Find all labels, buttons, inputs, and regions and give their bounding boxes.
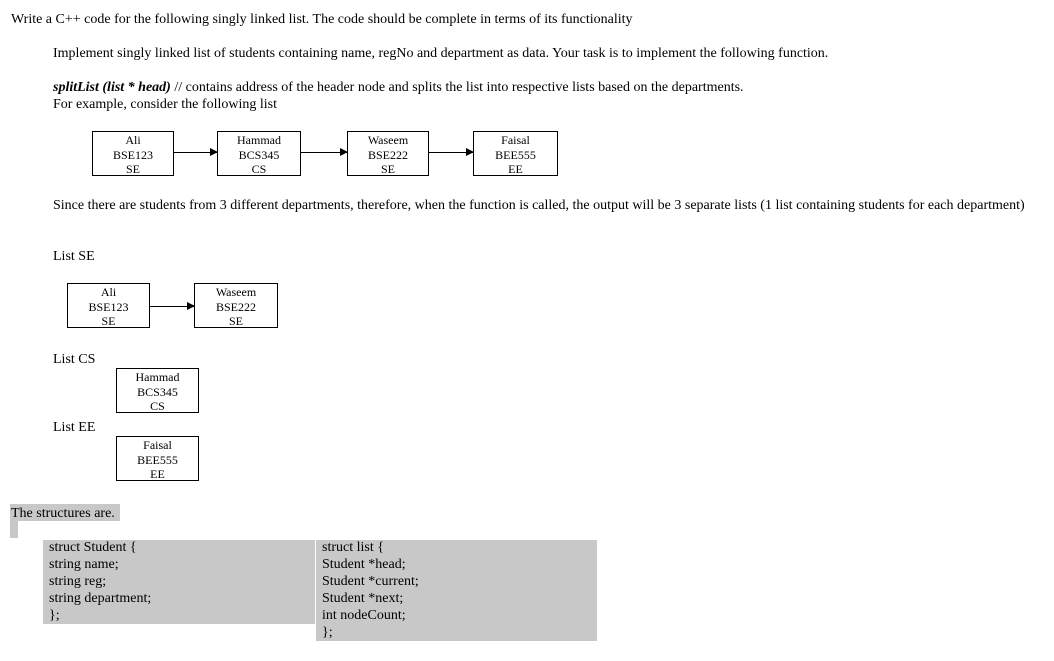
node-reg: BSE222 bbox=[367, 147, 408, 162]
code-line: Student *current; bbox=[322, 574, 419, 589]
list-node: Hammad BCS345 CS bbox=[217, 131, 301, 176]
list-node: Faisal BEE555 EE bbox=[116, 436, 199, 481]
list-struct-code: struct list { Student *head; Student *cu… bbox=[316, 539, 597, 641]
code-line: }; bbox=[322, 625, 333, 640]
node-reg: BCS345 bbox=[137, 384, 178, 399]
node-name: Ali bbox=[100, 285, 117, 299]
code-line: }; bbox=[49, 608, 60, 623]
node-reg: BEE555 bbox=[137, 452, 178, 467]
structures-highlight bbox=[10, 504, 120, 521]
list-cs-label: List CS bbox=[53, 352, 96, 367]
code-line: string department; bbox=[49, 591, 152, 606]
node-reg: BSE123 bbox=[88, 299, 129, 314]
node-name: Faisal bbox=[501, 133, 530, 147]
since-text: Since there are students from 3 differen… bbox=[53, 198, 1025, 213]
structures-label: The structures are. bbox=[11, 506, 115, 521]
node-dept: EE bbox=[150, 467, 165, 481]
function-comment: // contains address of the header node a… bbox=[170, 80, 744, 95]
node-dept: CS bbox=[251, 162, 267, 176]
node-reg: BSE123 bbox=[112, 147, 153, 162]
node-reg: BSE222 bbox=[215, 299, 256, 314]
node-dept: SE bbox=[228, 314, 243, 328]
node-dept: SE bbox=[380, 162, 395, 176]
next-arrow bbox=[150, 302, 195, 310]
list-node: Ali BSE123 SE bbox=[92, 131, 174, 176]
next-arrow bbox=[174, 148, 218, 156]
function-description: splitList (list * head) // contains addr… bbox=[53, 80, 744, 96]
node-dept: SE bbox=[101, 314, 116, 328]
node-dept: SE bbox=[125, 162, 140, 176]
next-arrow bbox=[301, 148, 348, 156]
node-name: Faisal bbox=[143, 438, 172, 452]
code-line: int nodeCount; bbox=[322, 608, 406, 623]
list-se-label: List SE bbox=[53, 249, 95, 264]
student-struct-code: struct Student { string name; string reg… bbox=[43, 539, 315, 624]
code-line: struct list { bbox=[322, 540, 384, 555]
code-line: string name; bbox=[49, 557, 119, 572]
node-reg: BEE555 bbox=[495, 147, 536, 162]
node-name: Waseem bbox=[367, 133, 409, 147]
function-signature: splitList (list * head) bbox=[53, 80, 171, 95]
list-node: Hammad BCS345 CS bbox=[116, 368, 199, 413]
code-line: Student *next; bbox=[322, 591, 404, 606]
code-block-list bbox=[316, 540, 597, 641]
code-line: Student *head; bbox=[322, 557, 406, 572]
code-line: struct Student { bbox=[49, 540, 137, 555]
node-name: Waseem bbox=[215, 285, 257, 299]
structures-highlight-tail bbox=[10, 521, 18, 538]
question-text: Write a C++ code for the following singl… bbox=[11, 12, 633, 27]
code-line: string reg; bbox=[49, 574, 107, 589]
node-name: Ali bbox=[125, 133, 141, 147]
next-arrow bbox=[429, 148, 474, 156]
list-node: Ali BSE123 SE bbox=[67, 283, 150, 328]
list-ee-label: List EE bbox=[53, 420, 96, 435]
example-intro: For example, consider the following list bbox=[53, 97, 277, 112]
code-block-student bbox=[43, 540, 315, 624]
node-reg: BCS345 bbox=[238, 147, 280, 162]
node-name: Hammad bbox=[237, 133, 281, 147]
list-node: Waseem BSE222 SE bbox=[194, 283, 278, 328]
node-name: Hammad bbox=[135, 370, 180, 384]
node-dept: EE bbox=[508, 162, 523, 176]
intro-text: Implement singly linked list of students… bbox=[53, 46, 829, 61]
list-node: Waseem BSE222 SE bbox=[347, 131, 429, 176]
node-dept: CS bbox=[150, 399, 165, 413]
list-node: Faisal BEE555 EE bbox=[473, 131, 558, 176]
